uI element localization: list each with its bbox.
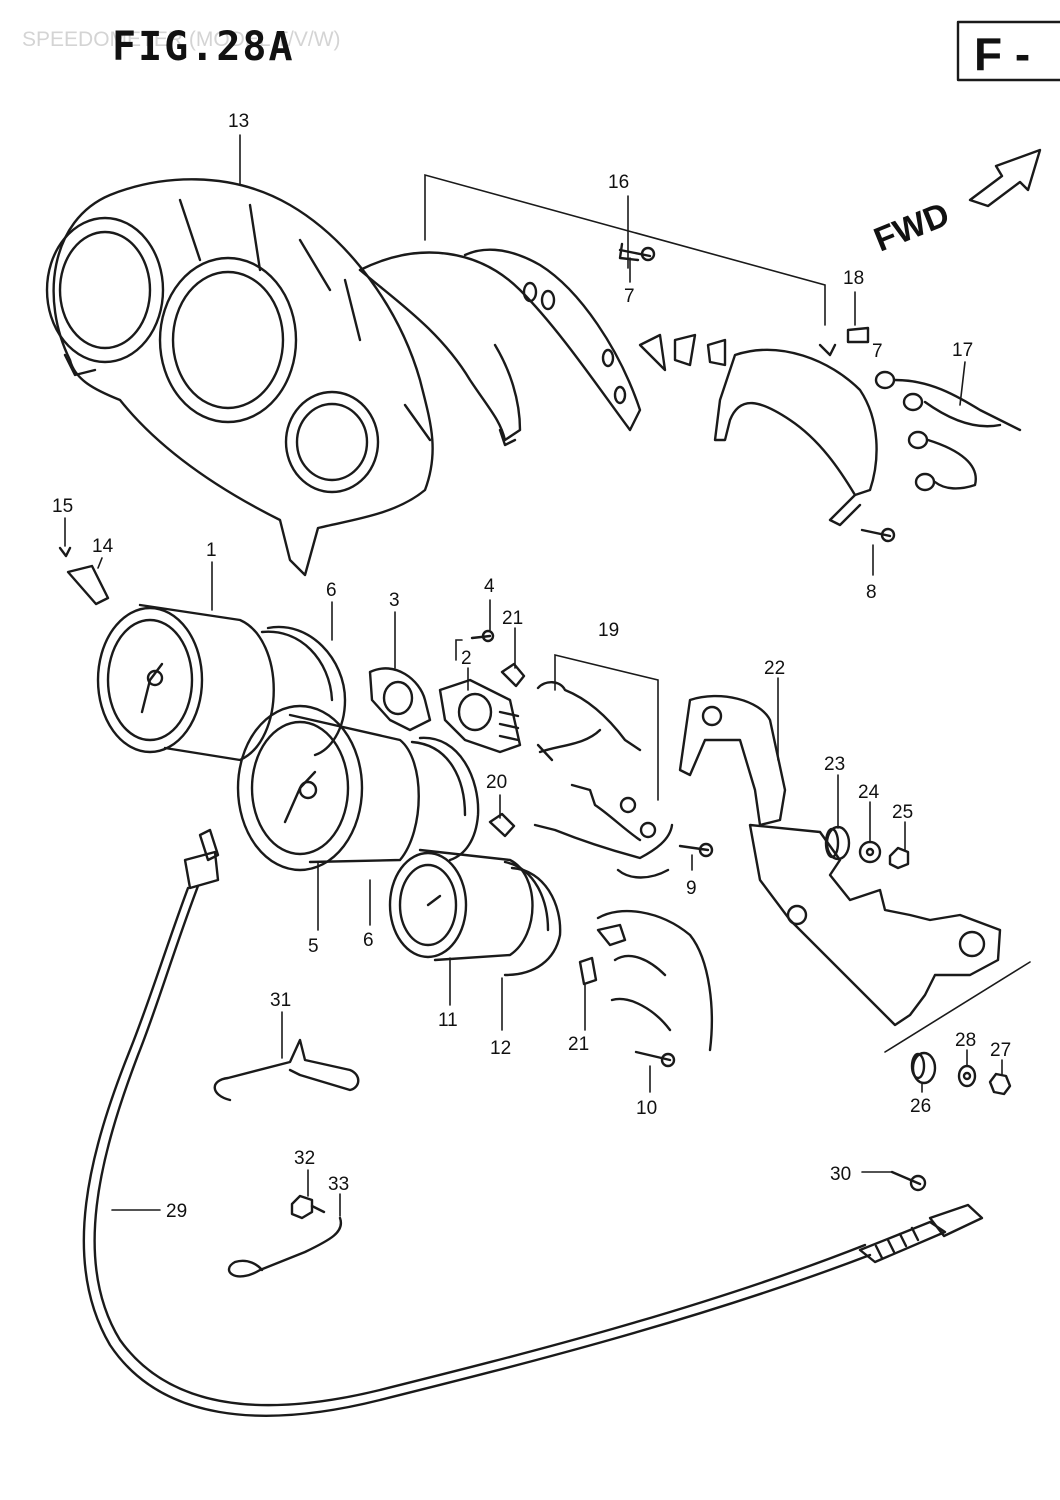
screw-part-10 [634,1050,676,1068]
bracket-outline-line [884,961,1031,1053]
gasket-part-3 [368,667,432,732]
callout-32: 32 [294,1148,315,1169]
callout-3: 3 [389,590,400,611]
callout-26: 26 [910,1096,931,1117]
ring-part-6b [410,736,480,862]
callout-17: 17 [952,340,973,361]
callout-23: 23 [824,754,845,775]
meter-back-plate-part-17 [638,326,1022,527]
callout-22: 22 [764,658,785,679]
callout-8: 8 [866,582,877,603]
callout-21-upper: 21 [502,608,523,629]
leader-lines [64,134,1003,1217]
callout-24: 24 [858,782,880,803]
callout-4: 4 [484,576,495,597]
callout-13: 13 [228,111,249,132]
harness-part-19 [533,653,674,879]
forward-label: FWD [869,195,955,259]
callout-7-upper: 7 [624,286,635,307]
callout-27: 27 [990,1040,1011,1061]
socket-part-2 [438,678,522,754]
callout-10: 10 [636,1098,657,1119]
callout-12: 12 [490,1038,511,1059]
callout-11: 11 [438,1010,458,1031]
gauge-part-1 [96,603,275,762]
callout-20: 20 [486,772,507,793]
clip-part-33 [228,1216,343,1278]
callout-31: 31 [270,990,291,1011]
screw-part-9 [678,842,714,858]
callout-33: 33 [328,1174,349,1195]
cap-part-21b [578,956,598,986]
meter-cover-part-13 [45,178,434,577]
screw-part-30 [890,1170,927,1192]
callout-28: 28 [955,1030,976,1051]
nut-part-25 [888,846,910,870]
screw-part-7 [618,242,656,262]
callout-25: 25 [892,802,913,823]
forward-arrow: FWD [869,148,1042,259]
clamp-part-31 [213,1038,360,1102]
grommet-part-26 [910,1051,937,1085]
callout-30: 30 [830,1164,851,1185]
lower-harness [596,909,713,1052]
nut-part-27 [988,1072,1012,1096]
grommet-part-23 [824,825,851,861]
figure-label: FIG.28A [112,24,295,70]
bolt-part-32 [290,1194,326,1220]
screw-part-8 [860,527,896,543]
section-box-label: F - [974,28,1030,80]
bracket-2 [455,639,463,661]
washer-part-24 [858,840,882,864]
callout-29: 29 [166,1201,187,1222]
speedometer-cable-part-29 [82,828,984,1417]
callout-15: 15 [52,496,73,517]
callout-9: 9 [686,878,697,899]
ring-part-12 [503,860,562,977]
ghost-heading: SPEEDOMETER (MODEL T/V/W) [22,28,341,51]
mounting-bracket [748,823,1002,1027]
callout-labels: 13 16 7 18 7 17 8 15 14 1 6 3 4 21 2 19 … [52,111,1011,1222]
section-box: F - [956,20,1060,82]
callout-2: 2 [461,648,472,669]
callout-14: 14 [92,536,114,557]
ring-part-6a [260,625,347,757]
callout-5: 5 [308,936,319,957]
callout-19: 19 [598,620,619,641]
speedometer-part-5 [236,704,420,872]
callout-21-lower: 21 [568,1034,589,1055]
callout-7-right: 7 [872,341,883,362]
callout-1: 1 [206,540,217,561]
cap-part-21a [500,662,526,688]
screw-part-4 [470,629,495,643]
cap-part-20 [488,812,516,838]
callout-6-lower: 6 [363,930,374,951]
group-bracket-16 [424,173,826,326]
callout-16: 16 [608,172,629,193]
callout-18: 18 [843,268,864,289]
callout-6-upper: 6 [326,580,337,601]
meter-case-part-16 [358,248,642,447]
bulb-part-14 [58,546,110,606]
gauge-part-11 [388,848,534,962]
bracket-part-22 [678,694,787,827]
washer-part-28 [957,1064,977,1088]
